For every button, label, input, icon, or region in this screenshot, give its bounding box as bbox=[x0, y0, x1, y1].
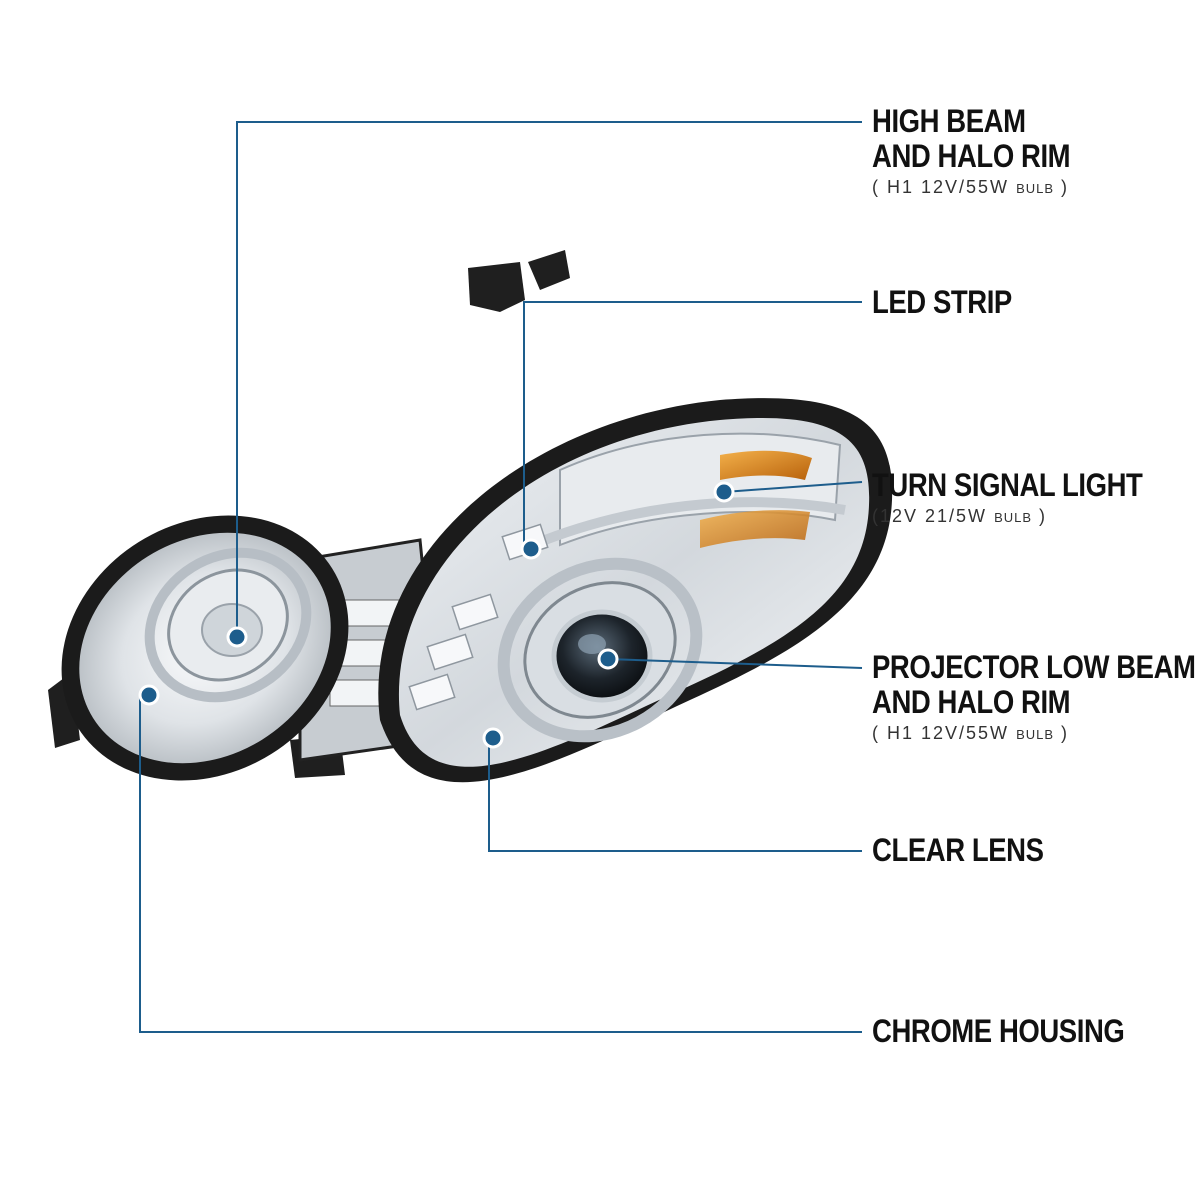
label-clear-lens: CLEAR LENS bbox=[872, 833, 1071, 868]
main-housing bbox=[378, 398, 893, 783]
label-projector-spec: ( H1 12V/55W BULB ) bbox=[872, 722, 1200, 746]
label-high-beam-spec: ( H1 12V/55W BULB ) bbox=[872, 176, 1102, 200]
label-projector-title-2: AND HALO RIM bbox=[872, 684, 1071, 720]
label-turn-signal-spec: (12V 21/5W BULB ) bbox=[872, 505, 1186, 529]
callout-line-projector bbox=[607, 658, 863, 669]
callout-dot-led-strip bbox=[520, 538, 542, 560]
label-high-beam-title-1: HIGH BEAM bbox=[872, 103, 1026, 139]
callout-dot-clear-lens bbox=[482, 727, 504, 749]
callout-dot-turn-signal bbox=[713, 481, 735, 503]
callout-lines bbox=[139, 121, 863, 1033]
callout-dot-projector bbox=[597, 648, 619, 670]
callout-line-high-beam bbox=[236, 121, 862, 637]
label-turn-signal: TURN SIGNAL LIGHT (12V 21/5W BULB ) bbox=[872, 468, 1186, 529]
callout-dots bbox=[138, 481, 735, 749]
label-projector-title-1: PROJECTOR LOW BEAM bbox=[872, 649, 1196, 685]
spec-bulb: BULB bbox=[1016, 181, 1055, 196]
callout-line-chrome-housing bbox=[139, 695, 862, 1033]
spec-bulb: BULB bbox=[1016, 727, 1055, 742]
label-led-strip: LED STRIP bbox=[872, 285, 1035, 320]
callout-line-clear-lens bbox=[488, 738, 862, 852]
callout-dot-chrome-housing bbox=[138, 684, 160, 706]
label-clear-lens-title: CLEAR LENS bbox=[872, 832, 1044, 868]
label-turn-signal-title: TURN SIGNAL LIGHT bbox=[872, 467, 1143, 503]
label-projector-low-beam: PROJECTOR LOW BEAM AND HALO RIM ( H1 12V… bbox=[872, 650, 1200, 746]
spec-value: ( H1 12V/55W bbox=[872, 177, 1010, 197]
spec-bulb: BULB bbox=[994, 510, 1033, 525]
spec-value: ( H1 12V/55W bbox=[872, 723, 1010, 743]
callout-line-led-strip bbox=[523, 301, 862, 550]
spec-close: ) bbox=[1061, 723, 1070, 743]
spec-value: (12V 21/5W bbox=[872, 506, 988, 526]
label-high-beam: HIGH BEAM AND HALO RIM ( H1 12V/55W BULB… bbox=[872, 104, 1102, 200]
callout-line-turn-signal bbox=[723, 481, 863, 493]
label-led-strip-title: LED STRIP bbox=[872, 284, 1012, 320]
spec-close: ) bbox=[1061, 177, 1070, 197]
spec-close: ) bbox=[1039, 506, 1048, 526]
rear-housing bbox=[61, 515, 349, 781]
callout-dot-high-beam bbox=[226, 626, 248, 648]
label-chrome-housing: CHROME HOUSING bbox=[872, 1014, 1165, 1049]
label-chrome-housing-title: CHROME HOUSING bbox=[872, 1013, 1125, 1049]
label-high-beam-title-2: AND HALO RIM bbox=[872, 138, 1071, 174]
